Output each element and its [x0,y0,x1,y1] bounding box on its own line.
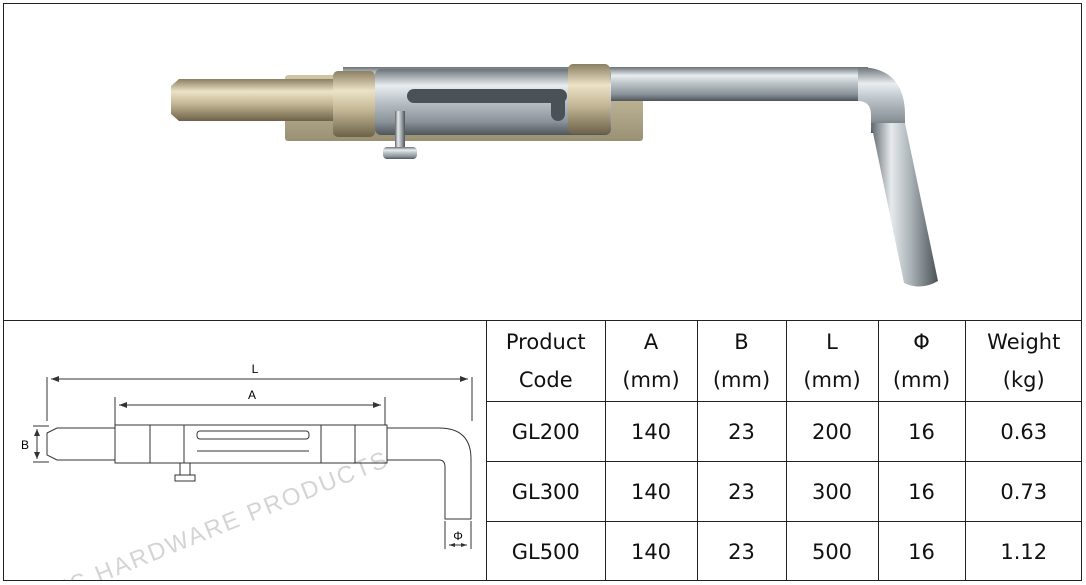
dimension-drawing-panel: ES HARDWARE PRODUCTS L A B [3,321,487,581]
cell-a: 140 [604,461,698,522]
bolt-outline [46,424,472,520]
cell-weight: 0.63 [964,401,1082,462]
rod-handle-leg [871,123,938,287]
cell-product-code: GL300 [487,461,606,522]
rod-bend [858,67,905,133]
dimension-drawing: ES HARDWARE PRODUCTS L A B [21,362,473,581]
cell-weight: 1.12 [964,521,1082,581]
right-collar [568,64,610,134]
table-row: GL200 140 23 200 16 0.63 [487,401,1082,462]
bolt-latch-photo [171,64,938,287]
product-photo-panel [3,3,1082,321]
cell-phi: 16 [877,461,966,522]
cell-a: 140 [604,521,698,581]
cell-l: 200 [785,401,879,462]
table-row: GL500 140 23 500 16 1.12 [487,521,1082,581]
dimension-B-label: B [21,438,29,452]
cell-b: 23 [696,461,787,522]
header-phi: Φ(mm) [877,321,966,402]
cell-l: 300 [785,461,879,522]
lock-pin [395,111,405,147]
cell-weight: 0.73 [964,461,1082,522]
dimension-L-label: L [252,362,259,376]
cell-product-code: GL500 [487,521,606,581]
bolt-tip [171,79,343,121]
dimension-phi-label: Φ [453,529,463,543]
dimension-A-label: A [248,388,256,402]
cell-a: 140 [604,401,698,462]
header-b: B(mm) [696,321,787,402]
header-l: L(mm) [785,321,879,402]
cell-phi: 16 [877,401,966,462]
left-collar [333,71,375,137]
header-a: A(mm) [604,321,698,402]
table-row: GL300 140 23 300 16 0.73 [487,461,1082,522]
outer-frame [3,3,1082,581]
cell-b: 23 [696,521,787,581]
housing-slot-end [551,89,565,121]
housing-slot [407,89,567,103]
header-weight: Weight(kg) [964,321,1082,402]
cell-phi: 16 [877,521,966,581]
lock-pin-head [383,147,417,159]
